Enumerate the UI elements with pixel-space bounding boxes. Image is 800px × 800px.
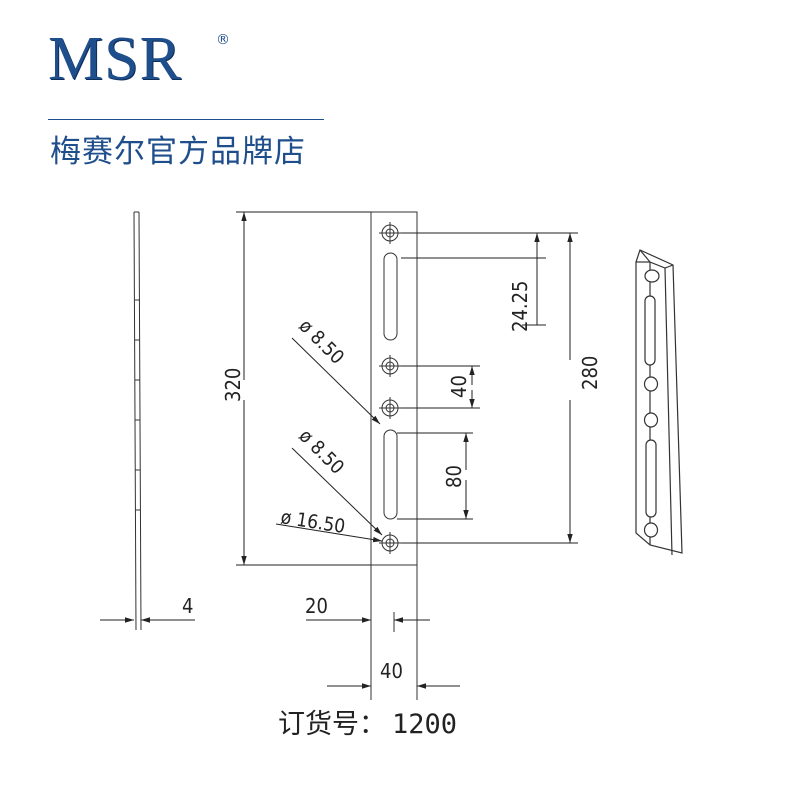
- store-name: 梅赛尔官方品牌店: [50, 134, 306, 170]
- iso-hole-4: [643, 522, 659, 538]
- side-view: [133, 211, 142, 631]
- iso-slot-1: [644, 295, 656, 366]
- height-dimension: [236, 211, 371, 566]
- dim-width: 40: [380, 659, 403, 683]
- dim-slot-length: 80: [442, 465, 466, 488]
- dim-slot-offset: 24.25: [508, 281, 532, 333]
- brand-logo: MSR: [48, 25, 182, 93]
- hole-top: [379, 222, 401, 244]
- dim-overall-height: 320: [221, 368, 245, 402]
- brand-block: MSR ®: [48, 25, 230, 93]
- dim-center-offset: 20: [305, 594, 328, 618]
- iso-hole-1: [644, 269, 660, 283]
- registered-mark: ®: [216, 32, 230, 48]
- order-label: 订货号：: [278, 709, 386, 740]
- order-value: 1200: [392, 709, 458, 740]
- dim-hole-pitch: 40: [447, 375, 471, 398]
- hole-bottom: [379, 532, 401, 554]
- brand-divider: [48, 119, 324, 120]
- iso-hole-2: [643, 376, 659, 392]
- slot-length-dimension: [397, 432, 473, 520]
- dim-hole-span: 280: [578, 356, 602, 390]
- pitch-dimension: [401, 365, 480, 409]
- dim-hole-diameter-3: ø 16.50: [279, 506, 346, 538]
- front-view-plate: [370, 211, 418, 700]
- isometric-view: [635, 249, 683, 556]
- slot-upper: [383, 252, 398, 341]
- hole-mid-2: [379, 397, 401, 419]
- dim-thickness: 4: [182, 594, 193, 618]
- dim-hole-diameter-1: ø 8.50: [294, 315, 348, 369]
- leader-lines: [275, 337, 383, 543]
- iso-hole-3: [643, 412, 659, 428]
- front-view-holes: [379, 222, 401, 554]
- slot-offset-dimension: [401, 233, 546, 326]
- span-dimension: [401, 232, 578, 544]
- slot-lower: [383, 429, 398, 520]
- iso-slot-2: [645, 439, 657, 518]
- order-number: 订货号：1200: [278, 705, 457, 745]
- dim-hole-diameter-2: ø 8.50: [294, 425, 348, 479]
- hole-mid-1: [379, 355, 401, 377]
